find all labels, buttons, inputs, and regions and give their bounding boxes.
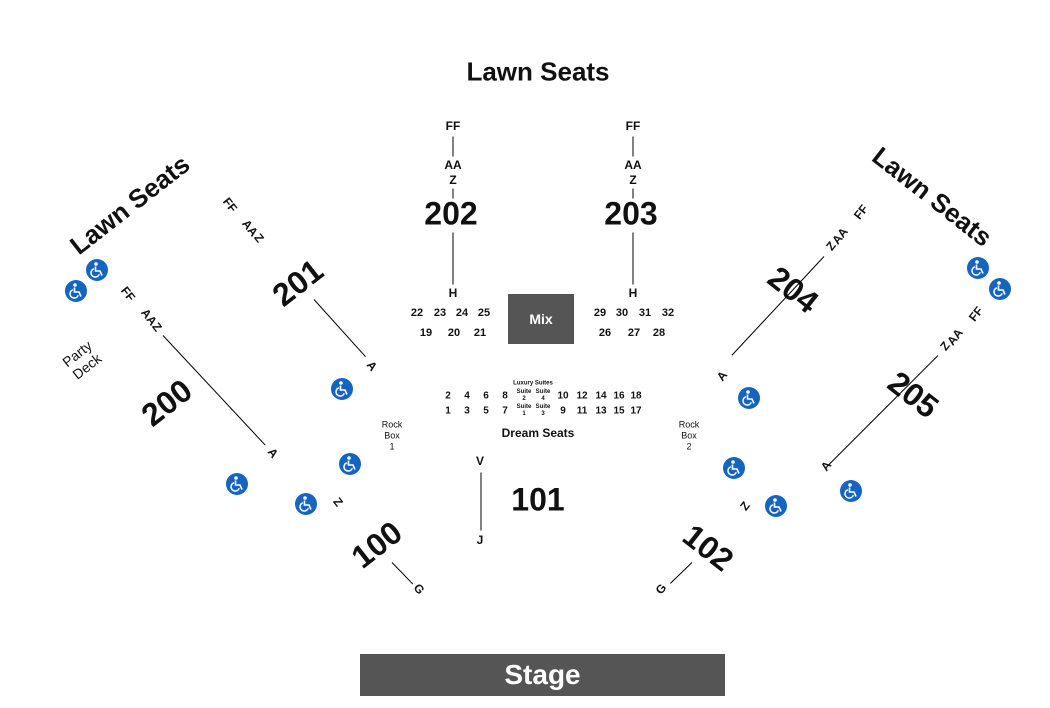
wheelchair-icon[interactable] bbox=[967, 257, 989, 279]
dream-seat[interactable]: 5 bbox=[483, 405, 489, 417]
party-deck[interactable]: Party Deck bbox=[59, 337, 105, 383]
dream-seat[interactable]: 3 bbox=[464, 405, 470, 417]
suite-1[interactable]: Suite 1 bbox=[516, 404, 532, 417]
section-102[interactable]: 102 bbox=[676, 516, 741, 579]
section-101[interactable]: 101 bbox=[511, 481, 565, 518]
suite-3[interactable]: Suite 3 bbox=[535, 404, 551, 417]
wheelchair-icon[interactable] bbox=[765, 495, 787, 517]
section-100[interactable]: 100 bbox=[344, 513, 409, 576]
row-v-101: V bbox=[475, 454, 485, 468]
row-a-204: A bbox=[713, 368, 731, 384]
lawn-seats-top[interactable]: Lawn Seats bbox=[466, 56, 610, 87]
dream-seat[interactable]: 12 bbox=[576, 390, 588, 402]
dream-seat[interactable]: 15 bbox=[613, 405, 625, 417]
section-200[interactable]: 200 bbox=[134, 371, 199, 434]
row-z-203: Z bbox=[629, 173, 637, 187]
rock-box-2[interactable]: Rock Box 2 bbox=[678, 419, 700, 452]
wheelchair-icon[interactable] bbox=[86, 259, 108, 281]
row-ff-204: FF bbox=[850, 201, 872, 223]
row-aa-203: AA bbox=[624, 158, 642, 172]
mix-booth: Mix bbox=[508, 294, 574, 344]
box-seat[interactable]: 28 bbox=[652, 327, 666, 339]
wheelchair-icon[interactable] bbox=[226, 473, 248, 495]
dream-seat[interactable]: 8 bbox=[502, 390, 508, 402]
row-h-202: H bbox=[448, 286, 458, 300]
wheelchair-icon[interactable] bbox=[295, 493, 317, 515]
dream-seat[interactable]: 16 bbox=[613, 390, 625, 402]
suite-4[interactable]: Suite 4 bbox=[535, 389, 551, 402]
dream-seat[interactable]: 9 bbox=[560, 405, 566, 417]
section-202[interactable]: 202 bbox=[424, 195, 478, 232]
wheelchair-icon[interactable] bbox=[738, 387, 760, 409]
dream-seat[interactable]: 2 bbox=[445, 390, 451, 402]
dream-seat[interactable]: 13 bbox=[595, 405, 607, 417]
section-201[interactable]: 201 bbox=[265, 251, 330, 314]
stage: Stage bbox=[360, 654, 725, 696]
row-a-200: A bbox=[264, 445, 282, 461]
wheelchair-icon[interactable] bbox=[65, 280, 87, 302]
row-ff-201: FF bbox=[219, 194, 241, 216]
box-seat[interactable]: 22 bbox=[410, 307, 424, 319]
row-z-202: Z bbox=[449, 173, 457, 187]
wheelchair-icon[interactable] bbox=[989, 278, 1011, 300]
dream-seat[interactable]: 7 bbox=[502, 405, 508, 417]
dream-seat[interactable]: 14 bbox=[595, 390, 607, 402]
wheelchair-icon[interactable] bbox=[723, 457, 745, 479]
dream-seat[interactable]: 1 bbox=[445, 405, 451, 417]
wheelchair-icon[interactable] bbox=[840, 480, 862, 502]
row-ff-200: FF bbox=[117, 283, 139, 305]
box-seat[interactable]: 19 bbox=[419, 327, 433, 339]
dream-seat[interactable]: 17 bbox=[630, 405, 642, 417]
box-seat[interactable]: 25 bbox=[477, 307, 491, 319]
row-z-100: Z bbox=[330, 494, 346, 510]
dream-seat[interactable]: 11 bbox=[576, 405, 588, 417]
box-seat[interactable]: 26 bbox=[598, 327, 612, 339]
box-seat[interactable]: 24 bbox=[455, 307, 469, 319]
luxury-suites-label: Luxury Suites bbox=[513, 380, 553, 387]
suite-2[interactable]: Suite 2 bbox=[516, 389, 532, 402]
box-seat[interactable]: 27 bbox=[627, 327, 641, 339]
dream-seat[interactable]: 10 bbox=[557, 390, 569, 402]
rock-box-1[interactable]: Rock Box 1 bbox=[381, 419, 403, 452]
section-203[interactable]: 203 bbox=[604, 195, 658, 232]
box-seat[interactable]: 20 bbox=[447, 327, 461, 339]
row-h-203: H bbox=[628, 286, 638, 300]
box-seat[interactable]: 30 bbox=[615, 307, 629, 319]
lawn-seats-right[interactable]: Lawn Seats bbox=[866, 140, 998, 253]
section-205[interactable]: 205 bbox=[881, 363, 946, 426]
dream-seat[interactable]: 18 bbox=[630, 390, 642, 402]
row-aa-202: AA bbox=[444, 158, 462, 172]
box-seat[interactable]: 29 bbox=[593, 307, 607, 319]
dream-seat[interactable]: 6 bbox=[483, 390, 489, 402]
row-j-101: J bbox=[476, 533, 484, 547]
row-a-201: A bbox=[363, 358, 381, 374]
lawn-seats-left[interactable]: Lawn Seats bbox=[64, 148, 196, 261]
wheelchair-icon[interactable] bbox=[331, 378, 353, 400]
box-seat[interactable]: 21 bbox=[473, 327, 487, 339]
row-g-102: G bbox=[652, 581, 670, 597]
row-z-102: Z bbox=[737, 498, 753, 514]
box-seat[interactable]: 23 bbox=[433, 307, 447, 319]
row-ff-202: FF bbox=[445, 119, 461, 133]
dream-seat[interactable]: 4 bbox=[464, 390, 470, 402]
box-seat[interactable]: 31 bbox=[638, 307, 652, 319]
wheelchair-icon[interactable] bbox=[339, 453, 361, 475]
box-seat[interactable]: 32 bbox=[661, 307, 675, 319]
row-ff-203: FF bbox=[625, 119, 641, 133]
dream-seats-label[interactable]: Dream Seats bbox=[501, 426, 575, 440]
row-ff-205: FF bbox=[965, 303, 987, 325]
